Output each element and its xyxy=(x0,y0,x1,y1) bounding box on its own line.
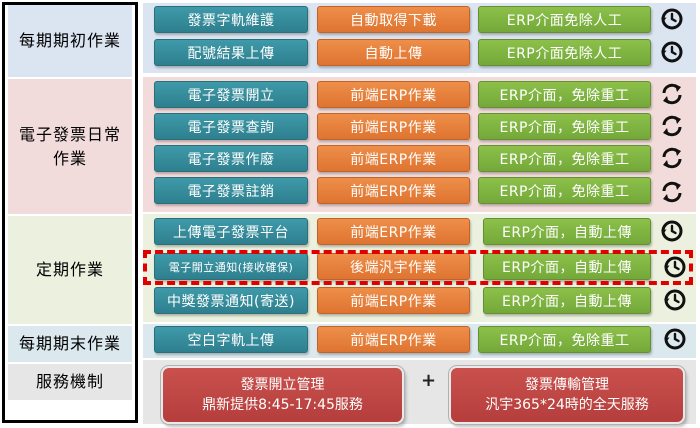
benefit-button[interactable]: ERP介面免除人工 xyxy=(478,39,651,66)
category-daily: 電子發票日常 作業 xyxy=(8,79,132,214)
category-daily-line2: 作業 xyxy=(52,148,87,168)
method-button[interactable]: 前端ERP作業 xyxy=(317,287,470,314)
method-button[interactable]: 前端ERP作業 xyxy=(317,113,470,140)
service-invoice-management[interactable]: 發票開立管理 鼎新提供8:45-17:45服務 xyxy=(161,366,404,424)
task-button[interactable]: 電子發票查詢 xyxy=(154,113,308,140)
clock-icon xyxy=(662,254,688,280)
method-button[interactable]: 前端ERP作業 xyxy=(317,177,470,204)
category-service: 服務機制 xyxy=(8,364,132,400)
benefit-button[interactable]: ERP介面，免除重工 xyxy=(478,326,651,353)
benefit-button[interactable]: ERP介面免除人工 xyxy=(478,6,651,33)
clock-icon xyxy=(659,39,685,65)
sync-icon xyxy=(659,113,685,139)
category-initial: 每期期初作業 xyxy=(8,5,132,77)
benefit-button[interactable]: ERP介面，自動上傳 xyxy=(483,287,651,314)
sync-icon xyxy=(659,145,685,171)
task-button[interactable]: 發票字軌維護 xyxy=(154,6,308,33)
sync-icon xyxy=(659,81,685,107)
clock-icon xyxy=(662,287,688,313)
benefit-button[interactable]: ERP介面，自動上傳 xyxy=(483,218,651,245)
service-left-sub: 鼎新提供8:45-17:45服務 xyxy=(202,397,363,413)
benefit-button[interactable]: ERP介面，免除重工 xyxy=(478,81,651,108)
service-left-title: 發票開立管理 xyxy=(240,377,325,393)
clock-icon xyxy=(662,326,688,352)
method-button[interactable]: 前端ERP作業 xyxy=(317,81,470,108)
category-daily-line1: 電子發票日常 xyxy=(18,124,121,144)
task-button[interactable]: 上傳電子發票平台 xyxy=(154,218,308,245)
task-button[interactable]: 空白字軌上傳 xyxy=(154,326,308,353)
category-end: 每期期末作業 xyxy=(8,326,132,362)
task-button[interactable]: 電子發票註銷 xyxy=(154,177,308,204)
service-right-title: 發票傳輸管理 xyxy=(525,377,609,393)
benefit-button[interactable]: ERP介面，免除重工 xyxy=(478,145,651,172)
task-button[interactable]: 配號結果上傳 xyxy=(154,39,308,66)
benefit-button[interactable]: ERP介面，自動上傳 xyxy=(483,253,651,280)
method-button[interactable]: 後端汎宇作業 xyxy=(317,253,470,280)
method-button[interactable]: 前端ERP作業 xyxy=(317,145,470,172)
task-button[interactable]: 電子開立通知(接收確保) xyxy=(154,253,308,280)
plus-sign: + xyxy=(421,370,437,391)
task-button[interactable]: 電子發票作廢 xyxy=(154,145,308,172)
method-button[interactable]: 前端ERP作業 xyxy=(317,326,470,353)
service-transmission-management[interactable]: 發票傳輸管理 汎宇365*24時的全天服務 xyxy=(449,366,685,424)
category-periodic: 定期作業 xyxy=(8,216,132,324)
sync-icon xyxy=(659,179,685,205)
service-right-sub: 汎宇365*24時的全天服務 xyxy=(485,397,649,413)
benefit-button[interactable]: ERP介面，免除重工 xyxy=(478,177,651,204)
task-button[interactable]: 電子發票開立 xyxy=(154,81,308,108)
benefit-button[interactable]: ERP介面，免除重工 xyxy=(478,113,651,140)
category-panel: 每期期初作業 電子發票日常 作業 定期作業 每期期末作業 服務機制 xyxy=(2,2,138,423)
task-button[interactable]: 中獎發票通知(寄送) xyxy=(154,287,308,314)
method-button[interactable]: 前端ERP作業 xyxy=(317,218,470,245)
method-button[interactable]: 自動上傳 xyxy=(317,39,470,66)
method-button[interactable]: 自動取得下載 xyxy=(317,6,470,33)
clock-icon xyxy=(659,218,685,244)
clock-icon xyxy=(659,6,685,32)
